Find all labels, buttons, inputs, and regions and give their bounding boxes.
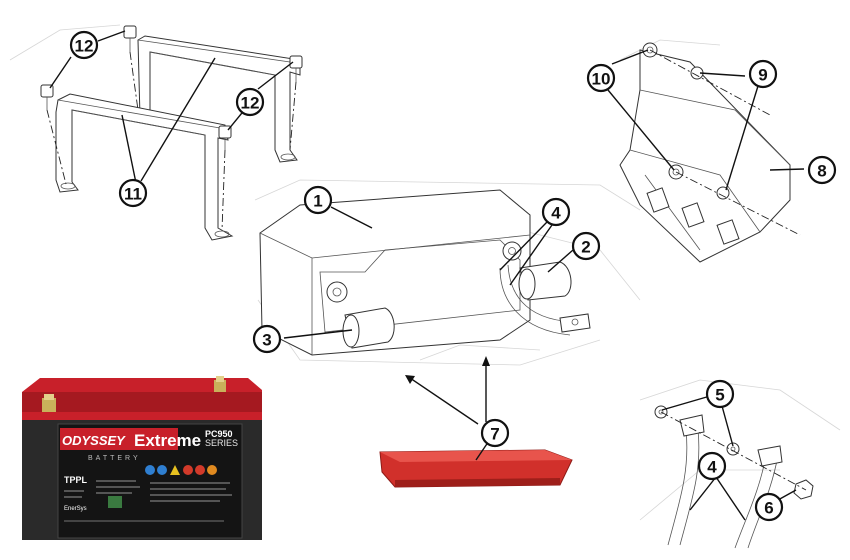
callout-5: 5: [705, 379, 735, 409]
hold-down-brackets: [40, 25, 303, 241]
callout-4-main: 4: [541, 197, 571, 227]
callout-8-label: 8: [817, 162, 826, 181]
bolt-12-b: [123, 25, 137, 52]
bolt-12-a: [40, 84, 54, 110]
callout-2: 2: [571, 231, 601, 261]
callout-7: 7: [480, 418, 510, 448]
callout-12-left-label: 12: [75, 37, 94, 56]
callout-9: 9: [748, 59, 778, 89]
callout-3-label: 3: [262, 331, 271, 350]
bolt-12-c: [289, 55, 303, 82]
callout-9-label: 9: [758, 66, 767, 85]
battery-tech: TPPL: [64, 475, 88, 485]
callout-12-left: 12: [69, 30, 99, 60]
callout-1: 1: [303, 185, 333, 215]
leader-lines: [49, 30, 805, 521]
battery-maker: EnerSys: [64, 506, 87, 512]
callout-5-label: 5: [715, 386, 724, 405]
tray-arrows: [405, 356, 490, 425]
callout-4-detail: 4: [697, 451, 727, 481]
callout-11-label: 11: [124, 185, 142, 204]
callout-2-label: 2: [581, 238, 590, 257]
callout-8: 8: [807, 155, 837, 185]
callout-4-detail-label: 4: [707, 458, 717, 477]
callout-4-main-label: 4: [551, 204, 561, 223]
callout-10-label: 10: [592, 70, 611, 89]
callout-12-right: 12: [235, 87, 265, 117]
battery-series: SERIES: [205, 438, 238, 448]
red-tray: [379, 449, 573, 488]
odyssey-battery: ODYSSEY Extreme SERIES PC950 BATTERY TPP…: [22, 376, 262, 540]
battery-product: Extreme: [134, 431, 201, 450]
battery-subtitle: BATTERY: [88, 455, 141, 462]
cable-detail: [654, 405, 814, 549]
callout-12-right-label: 12: [241, 94, 260, 113]
battery-outline: [259, 189, 591, 356]
battery-brand: ODYSSEY: [62, 433, 126, 448]
callout-11: 11: [118, 178, 148, 208]
battery-model: PC950: [205, 429, 233, 439]
callout-3: 3: [252, 324, 282, 354]
callout-6-label: 6: [764, 499, 773, 518]
callout-7-label: 7: [490, 425, 499, 444]
callout-10: 10: [586, 63, 616, 93]
callout-1-label: 1: [313, 192, 322, 211]
callout-6: 6: [754, 492, 784, 522]
